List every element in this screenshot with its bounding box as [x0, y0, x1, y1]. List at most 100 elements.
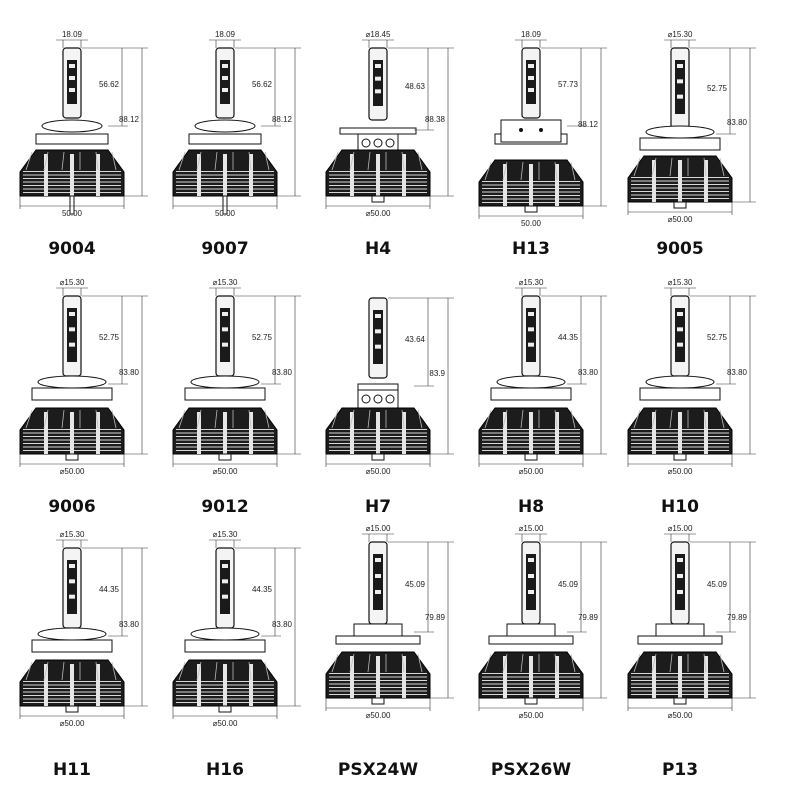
total-height-value: 88.38 — [425, 115, 446, 124]
led-chip — [222, 342, 228, 347]
heatsink-fin — [25, 409, 33, 429]
heatsink-fin — [61, 151, 65, 171]
vent-hole — [385, 394, 395, 404]
top-width-value: ⌀15.00 — [519, 524, 544, 533]
heatsink-fin — [401, 653, 405, 673]
base-width-value: ⌀50.00 — [60, 719, 85, 728]
led-chip — [375, 558, 381, 562]
mid-height-value: 56.62 — [252, 80, 273, 89]
heatsink-gap — [350, 154, 354, 196]
led-chip — [528, 312, 534, 316]
top-width-value: ⌀15.30 — [668, 278, 693, 287]
heatsink-fin — [502, 409, 508, 429]
heatsink-fin — [264, 151, 270, 171]
total-height-value: 83.80 — [119, 368, 140, 377]
heatsink-gap — [376, 412, 380, 454]
mid-height-value: 44.35 — [99, 585, 120, 594]
heatsink-fin — [633, 157, 641, 177]
led-chip-board — [220, 60, 230, 104]
heatsink-fin — [178, 151, 186, 171]
base-width-value: ⌀50.00 — [519, 711, 544, 720]
led-chip — [222, 88, 228, 92]
led-chip — [528, 558, 534, 562]
connector — [371, 195, 385, 203]
led-chip — [677, 590, 683, 594]
psx-flange — [637, 635, 723, 645]
heatsink-fin — [95, 151, 99, 171]
led-chip — [677, 94, 683, 99]
led-chip-board — [526, 308, 536, 362]
vent-hole — [385, 138, 395, 148]
heatsink-fin — [25, 661, 33, 681]
heatsink-fin — [111, 409, 117, 429]
top-width-value: ⌀15.30 — [213, 530, 238, 539]
led-chip-board — [675, 60, 685, 114]
heatsink-gap — [44, 664, 48, 706]
psx-flange — [335, 635, 421, 645]
led-chip — [677, 558, 683, 562]
bulb-type-label: 9004 — [48, 239, 95, 259]
led-chip — [677, 79, 683, 84]
psx-flange — [488, 635, 574, 645]
heatsink-fin — [651, 653, 657, 673]
heatsink-fin — [61, 661, 65, 681]
heatsink-fin — [248, 151, 252, 171]
base-width-value: 50.00 — [215, 209, 236, 218]
mid-height-value: 57.73 — [558, 80, 579, 89]
heatsink-gap — [249, 154, 253, 196]
heatsink-fin — [25, 151, 33, 171]
heatsink-fin — [570, 161, 576, 181]
base-width-value: ⌀50.00 — [519, 467, 544, 476]
base-width-value: ⌀50.00 — [60, 467, 85, 476]
psx-collar — [655, 623, 705, 637]
led-chip-board — [373, 554, 383, 610]
connector — [65, 705, 79, 713]
heatsink-fin — [719, 409, 725, 429]
led-chip — [222, 594, 228, 599]
bulb-type-label: H16 — [206, 760, 244, 780]
heatsink-gap — [44, 412, 48, 454]
mid-height-value: 44.35 — [558, 333, 579, 342]
bulb-type-label: H7 — [365, 497, 391, 517]
heatsink-fin — [554, 161, 558, 181]
heatsink-fin — [95, 409, 99, 429]
top-width-value: ⌀18.45 — [366, 30, 391, 39]
mid-height-value: 52.75 — [99, 333, 120, 342]
top-width-value: ⌀15.00 — [366, 524, 391, 533]
psx-collar — [353, 623, 403, 637]
led-chip — [69, 342, 75, 347]
connector — [524, 697, 538, 705]
mid-height-value: 52.75 — [707, 84, 728, 93]
led-chip-board — [373, 310, 383, 364]
led-chip — [69, 594, 75, 599]
heatsink-fin — [570, 653, 576, 673]
led-chip — [69, 312, 75, 316]
heatsink-fin — [502, 161, 508, 181]
connector — [371, 453, 385, 461]
led-chip — [375, 344, 381, 349]
collar-ring — [37, 627, 107, 641]
heatsink-gap — [402, 412, 406, 454]
top-width-value: 18.09 — [215, 30, 236, 39]
collar-ring — [190, 375, 260, 389]
heatsink-fin — [331, 409, 339, 429]
total-height-value: 79.89 — [425, 613, 446, 622]
connector — [524, 453, 538, 461]
led-chip-board — [220, 560, 230, 614]
mount-flange — [639, 137, 721, 151]
heatsink-fin — [651, 409, 657, 429]
led-chip — [222, 312, 228, 316]
heatsink-fin — [554, 653, 558, 673]
led-chip — [528, 574, 534, 578]
bulb-type-label: PSX26W — [491, 760, 571, 780]
bulb-type-label: 9007 — [201, 239, 248, 259]
connector — [218, 705, 232, 713]
heatsink-gap — [249, 412, 253, 454]
psx-collar — [506, 623, 556, 637]
heatsink-gap — [197, 154, 201, 196]
heatsink-fin — [196, 409, 202, 429]
